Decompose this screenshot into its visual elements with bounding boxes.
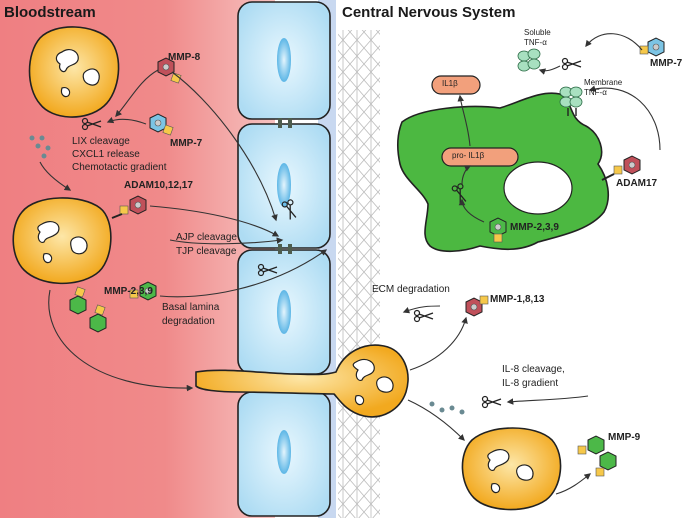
leukocyte-middle [12, 197, 112, 285]
scissors-icon [561, 57, 582, 71]
pro-il1b-shape [441, 147, 519, 167]
mmp7-left-icon [149, 113, 174, 136]
ecm-mesh [338, 30, 380, 518]
tnf-soluble [517, 48, 541, 72]
leukocyte-top [28, 26, 120, 118]
pro-il1b-label: pro- IL1β [452, 151, 485, 160]
ecm-degradation-label: ECM degradation [372, 284, 450, 295]
il1b-shape [431, 75, 481, 95]
mmp7-left-label: MMP-7 [170, 138, 203, 149]
mmp1813-icon [465, 295, 489, 317]
leukocyte-transmigrating [195, 344, 409, 418]
membrane-label: Membrane [584, 78, 623, 87]
mmp239-right-icon [489, 217, 507, 243]
soluble-tnf-label: TNF-α [524, 38, 547, 47]
tjp-cleavage-label: TJP cleavage [176, 246, 237, 257]
adam17-icon [601, 155, 641, 181]
tnf-membrane [559, 86, 583, 116]
mmp9-icons [577, 435, 617, 477]
il1b-label: IL1β [442, 79, 458, 88]
mmp7-right-icon [639, 37, 665, 57]
ajp-cleavage-label: AJP cleavage [176, 232, 237, 243]
chemokine-dots-left [29, 135, 51, 159]
adam-left-icon [111, 195, 147, 219]
mmp239-left-icons [69, 281, 157, 333]
cxcl1-release-label: CXCL1 release [72, 149, 140, 160]
il8-gradient-label: IL-8 gradient [502, 378, 559, 389]
junction-proteins [278, 118, 292, 254]
mmp9-label: MMP-9 [608, 432, 641, 443]
cns-title: Central Nervous System [342, 4, 516, 21]
mmp1813-label: MMP-1,8,13 [490, 294, 545, 305]
leukocyte-bottom-right [461, 427, 562, 511]
mmp239-left-label: MMP-2,3,9 [104, 286, 153, 297]
chemotactic-gradient-label: Chemotactic gradient [72, 162, 167, 173]
membrane-tnf-label: TNF-α [584, 88, 607, 97]
degradation-label: degradation [162, 316, 215, 327]
scissors-icon [481, 395, 502, 409]
lix-cleavage-label: LIX cleavage [72, 136, 130, 147]
adam10-label: ADAM10,12,17 [124, 180, 193, 191]
soluble-label: Soluble [524, 28, 551, 37]
mmp7-right-label: MMP-7 [650, 58, 683, 69]
endothelial-nuclei [277, 38, 291, 474]
il8-cleavage-label: IL-8 cleavage, [502, 364, 565, 375]
mmp239-right-label: MMP-2,3,9 [510, 222, 559, 233]
scissors-icon [413, 309, 434, 323]
chemokine-dots-right [429, 401, 465, 415]
basal-lamina-label: Basal lamina [162, 302, 220, 313]
mmp8-icon [157, 57, 182, 84]
arrows [39, 33, 661, 495]
bloodstream-title: Bloodstream [4, 4, 96, 21]
adam17-label: ADAM17 [616, 178, 658, 189]
mmp8-label: MMP-8 [168, 52, 201, 63]
microglia-cell [397, 92, 610, 253]
